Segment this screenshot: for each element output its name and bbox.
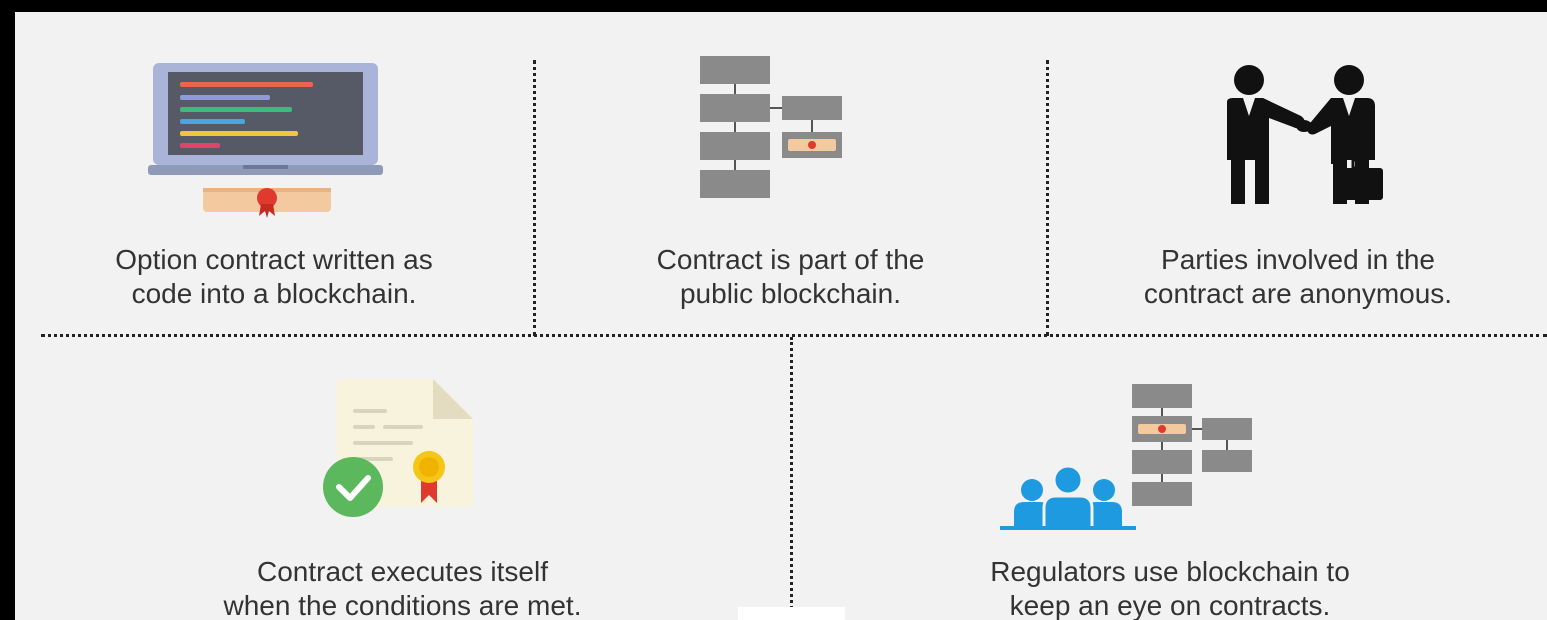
panel-regulators: Regulators use blockchain to keep an eye… — [793, 337, 1547, 620]
bottom-tab — [738, 607, 845, 620]
caption-execute: Contract executes itself when the condit… — [223, 556, 582, 620]
separator-vertical-1 — [533, 60, 536, 336]
certificate-check-icon — [323, 379, 473, 517]
separator-vertical-2 — [1046, 60, 1049, 336]
caption-regulators: Regulators use blockchain to keep an eye… — [990, 556, 1350, 620]
panel-anonymous: Parties involved in the contract are ano… — [1049, 12, 1547, 334]
separator-vertical-3 — [790, 337, 793, 620]
infographic: Option contract written as code into a b… — [15, 12, 1547, 620]
caption-public: Contract is part of the public blockchai… — [656, 244, 925, 309]
panel-public: Contract is part of the public blockchai… — [535, 12, 1046, 334]
panel-code: Option contract written as code into a b… — [15, 12, 533, 334]
panel-execute: Contract executes itself when the condit… — [15, 337, 790, 620]
blockchain-icon — [700, 56, 842, 198]
regulators-blockchain-icon — [1000, 384, 1252, 530]
separator-horizontal — [41, 334, 1547, 337]
caption-code: Option contract written as code into a b… — [115, 244, 433, 309]
laptop-code-icon — [148, 63, 383, 218]
caption-anonymous: Parties involved in the contract are ano… — [1143, 244, 1453, 309]
handshake-icon — [1227, 65, 1383, 204]
